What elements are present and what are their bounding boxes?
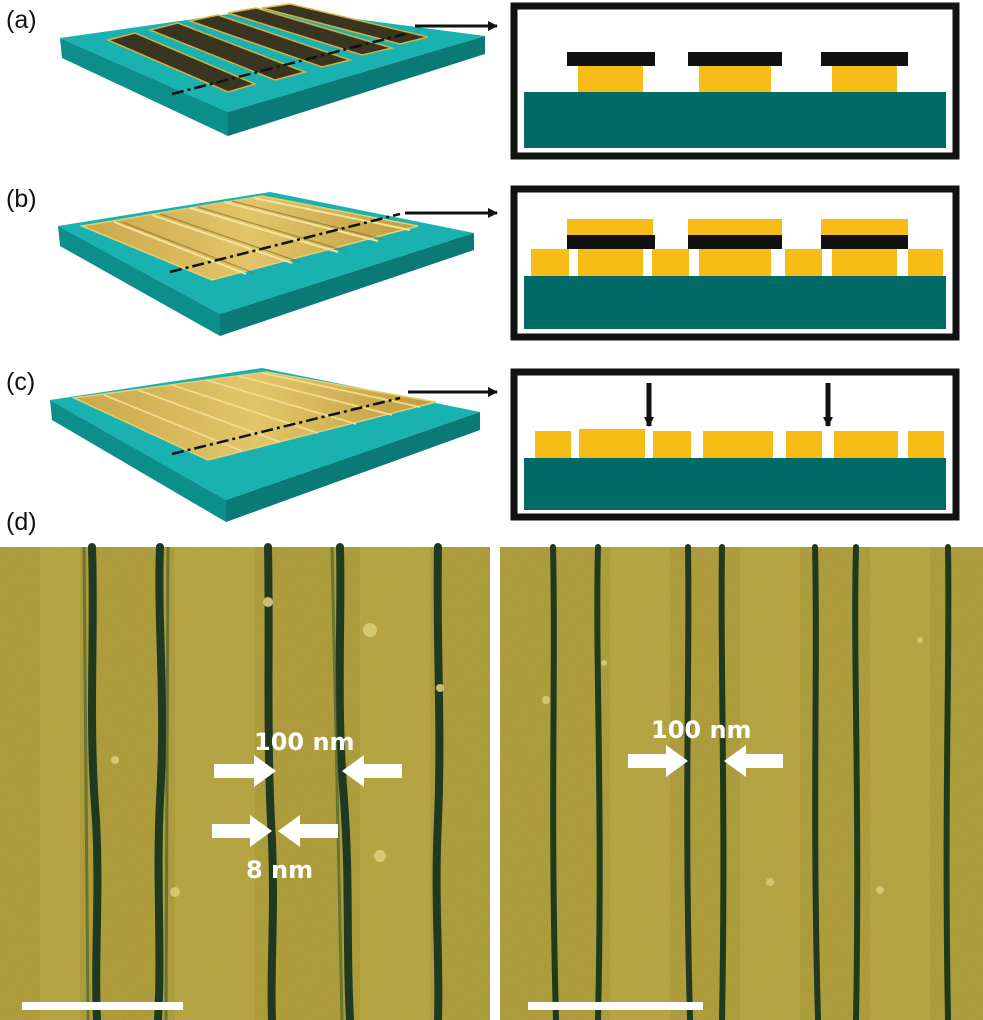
afm-right-annotations: [628, 745, 783, 777]
panel-a-mask-strips: [105, 3, 429, 93]
afm-image-right: [500, 544, 983, 1020]
afm-left-width-label: 100 nm: [254, 728, 355, 756]
panel-c-gap-arrows: [644, 383, 833, 427]
panel-c-cut-line: [171, 396, 401, 456]
afm-left-gap-label: 8 nm: [246, 856, 313, 884]
panel-b-cut-line: [169, 212, 401, 274]
panel-b-cross-section: [510, 185, 960, 341]
afm-left-annotations: [212, 755, 402, 847]
scale-bar-left: [22, 1002, 183, 1010]
panel-c-cross-section: [510, 368, 960, 521]
scale-bar-right: [528, 1002, 703, 1010]
panel-label-c: (c): [6, 368, 36, 396]
afm-image-left: [0, 543, 490, 1020]
panel-b-gold-layer: [79, 195, 419, 281]
afm-right-width-label: 100 nm: [651, 716, 752, 744]
panel-label-b: (b): [6, 185, 37, 213]
panel-a-cut-line: [171, 32, 406, 96]
panel-a-cross-section: [510, 2, 960, 160]
panel-label-a: (a): [6, 6, 37, 34]
panel-c-gold-layer: [71, 371, 437, 461]
panel-label-d: (d): [6, 508, 37, 536]
